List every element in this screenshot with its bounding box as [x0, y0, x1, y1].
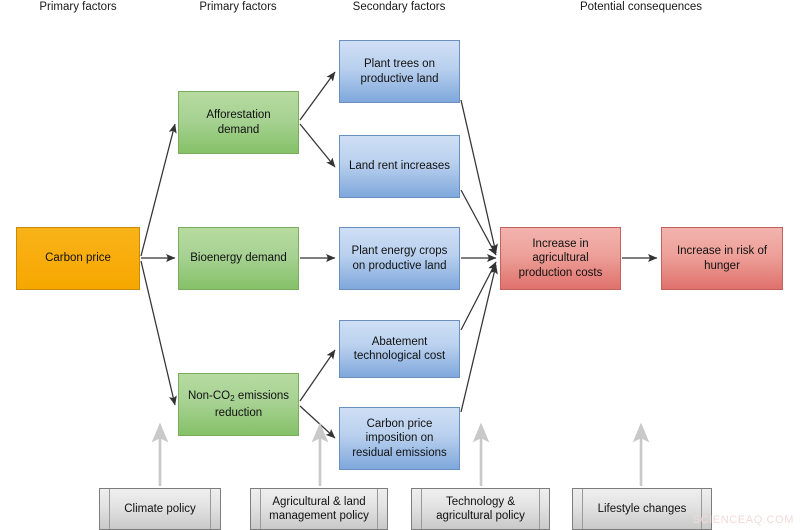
- column-header-primary-factors-1: Primary factors: [39, 1, 117, 13]
- edge-nonco2-to-imposition: [299, 405, 336, 439]
- predefined-process-right-bar: [539, 489, 540, 529]
- node-increase-production-costs[interactable]: Increase in agricultural production cost…: [500, 227, 621, 290]
- node-label-bioenergy-demand: Bioenergy demand: [190, 252, 287, 265]
- column-header-potential-consequences: Potential consequences: [579, 1, 703, 13]
- node-increase-risk-hunger[interactable]: Increase in risk of hunger: [661, 227, 783, 290]
- edge-carbon-to-afforestation: [140, 123, 177, 257]
- node-label-land-rent-increases: Land rent increases: [348, 160, 450, 173]
- edge-afforestation-to-landrent: [299, 123, 336, 168]
- node-label-increase-risk-hunger: Increase in risk of hunger: [676, 245, 768, 272]
- node-label-carbon-price: Carbon price: [45, 252, 111, 265]
- node-label-non-co2-emissions-reduction: Non-CO2 emissions reduction: [187, 389, 290, 419]
- policy-technology-agricultural-policy[interactable]: Technology & agricultural policy: [411, 488, 550, 530]
- node-bioenergy-demand[interactable]: Bioenergy demand: [178, 227, 299, 290]
- predefined-process-left-bar: [260, 489, 261, 529]
- node-label-abatement-technological-cost: Abatement technological cost: [353, 335, 446, 363]
- predefined-process-right-bar: [377, 489, 378, 529]
- node-carbon-price[interactable]: Carbon price: [16, 227, 140, 290]
- predefined-process-right-bar: [210, 489, 211, 529]
- node-plant-trees[interactable]: Plant trees on productive land: [339, 40, 460, 103]
- policy-label-lifestyle-changes: Lifestyle changes: [597, 502, 687, 515]
- node-non-co2-emissions-reduction[interactable]: Non-CO2 emissions reduction: [178, 373, 299, 436]
- column-header-secondary-factors: Secondary factors: [352, 1, 446, 13]
- policy-label-agricultural-land-management-policy: Agricultural & land management policy: [269, 495, 369, 523]
- edge-nonco2-to-abatement: [299, 349, 336, 402]
- policy-lifestyle-changes[interactable]: Lifestyle changes: [572, 488, 712, 530]
- node-label-increase-production-costs: Increase in agricultural production cost…: [518, 237, 603, 279]
- node-label-carbon-price-imposition: Carbon price imposition on residual emis…: [352, 417, 447, 459]
- node-carbon-price-imposition[interactable]: Carbon price imposition on residual emis…: [339, 407, 460, 470]
- predefined-process-left-bar: [582, 489, 583, 529]
- node-plant-energy-crops[interactable]: Plant energy crops on productive land: [339, 227, 460, 290]
- node-afforestation-demand[interactable]: Afforestation demand: [178, 91, 299, 154]
- policy-climate-policy[interactable]: Climate policy: [99, 488, 221, 530]
- node-abatement-technological-cost[interactable]: Abatement technological cost: [339, 320, 460, 378]
- predefined-process-left-bar: [109, 489, 110, 529]
- policy-label-climate-policy: Climate policy: [124, 502, 196, 515]
- policy-label-technology-agricultural-policy: Technology & agricultural policy: [436, 495, 525, 523]
- node-label-plant-trees: Plant trees on productive land: [360, 58, 439, 85]
- edge-landrent-to-costs: [460, 189, 497, 256]
- edge-afforestation-to-trees: [299, 71, 336, 121]
- edge-carbon-to-nonco2: [140, 260, 177, 406]
- node-label-afforestation-demand: Afforestation demand: [206, 109, 271, 136]
- node-label-plant-energy-crops: Plant energy crops on productive land: [351, 245, 448, 272]
- column-header-primary-factors-2: Primary factors: [199, 1, 277, 13]
- edge-imposition-to-costs: [460, 264, 498, 413]
- node-land-rent-increases[interactable]: Land rent increases: [339, 135, 460, 198]
- edge-trees-to-costs: [460, 99, 498, 254]
- policy-agricultural-land-management-policy[interactable]: Agricultural & land management policy: [250, 488, 388, 530]
- watermark: SCIENCEAQ.COM: [692, 514, 794, 526]
- predefined-process-left-bar: [421, 489, 422, 529]
- edge-abatement-to-costs: [460, 261, 497, 331]
- predefined-process-right-bar: [701, 489, 702, 529]
